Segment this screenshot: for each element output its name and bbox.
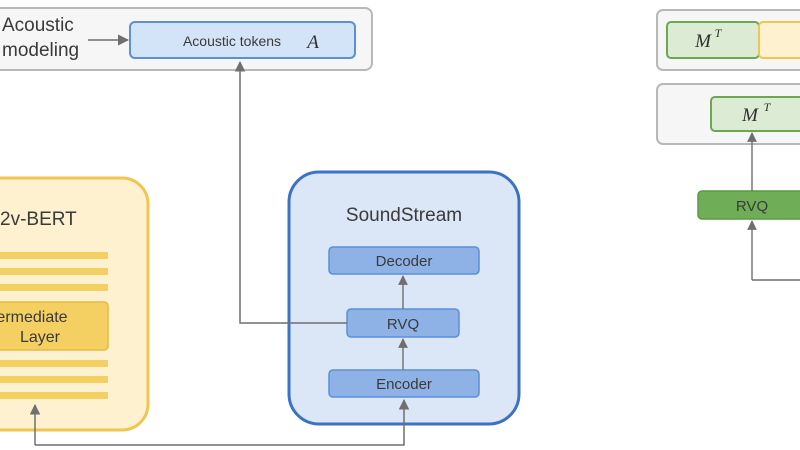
mid-token-superscript: T [764, 100, 772, 114]
decoder-block [328, 246, 480, 275]
soundstream-block: SoundStream Decoder RVQ Encoder [287, 170, 521, 426]
acoustic-stage-label-line2: modeling [2, 40, 79, 61]
decoder-label: Decoder [376, 253, 433, 270]
rvq-to-acoustic-tokens-arrow [234, 60, 347, 324]
transformer-layer-bar [0, 268, 108, 275]
soundstream-title: SoundStream [346, 205, 462, 226]
token-box-cut [758, 21, 800, 59]
semantic-token-symbol: M [694, 31, 712, 52]
mid-token-symbol: M [741, 105, 759, 126]
semantic-token-superscript: T [715, 26, 723, 40]
acoustic-tokens-label: Acoustic tokens [183, 33, 281, 49]
acoustic-tokens-box [129, 21, 356, 59]
intermediate-layer-label-line1: ermediate [0, 309, 68, 326]
right-rvq-label: RVQ [736, 198, 768, 215]
acoustic-stage-label-line1: Acoustic [2, 15, 74, 36]
semantic-token-box [666, 21, 760, 59]
transformer-layer-bar [0, 284, 108, 291]
transformer-layer-bar [0, 392, 108, 399]
w2v-bert-title: 2v-BERT [0, 209, 77, 230]
acoustic-tokens-symbol: A [305, 32, 319, 53]
audio-to-encoder-arrow [35, 398, 410, 446]
transformer-layer-bar [0, 360, 108, 367]
acoustic-modeling-panel: Acoustic modeling Acoustic tokens A [0, 7, 373, 71]
right-rvq-block [697, 190, 800, 220]
w2v-bert-block: 2v-BERT ermediate Layer [0, 176, 150, 432]
transformer-layer-bar [0, 376, 108, 383]
mid-token-box [710, 96, 800, 132]
intermediate-layer-label-line2: Layer [20, 329, 61, 346]
transformer-layer-bar [0, 252, 108, 259]
encoder-label: Encoder [376, 376, 432, 393]
right-panel: M T M T RVQ [656, 9, 800, 281]
rvq-label: RVQ [387, 316, 419, 333]
encoder-block [328, 369, 480, 398]
intermediate-layer-box [0, 301, 109, 351]
